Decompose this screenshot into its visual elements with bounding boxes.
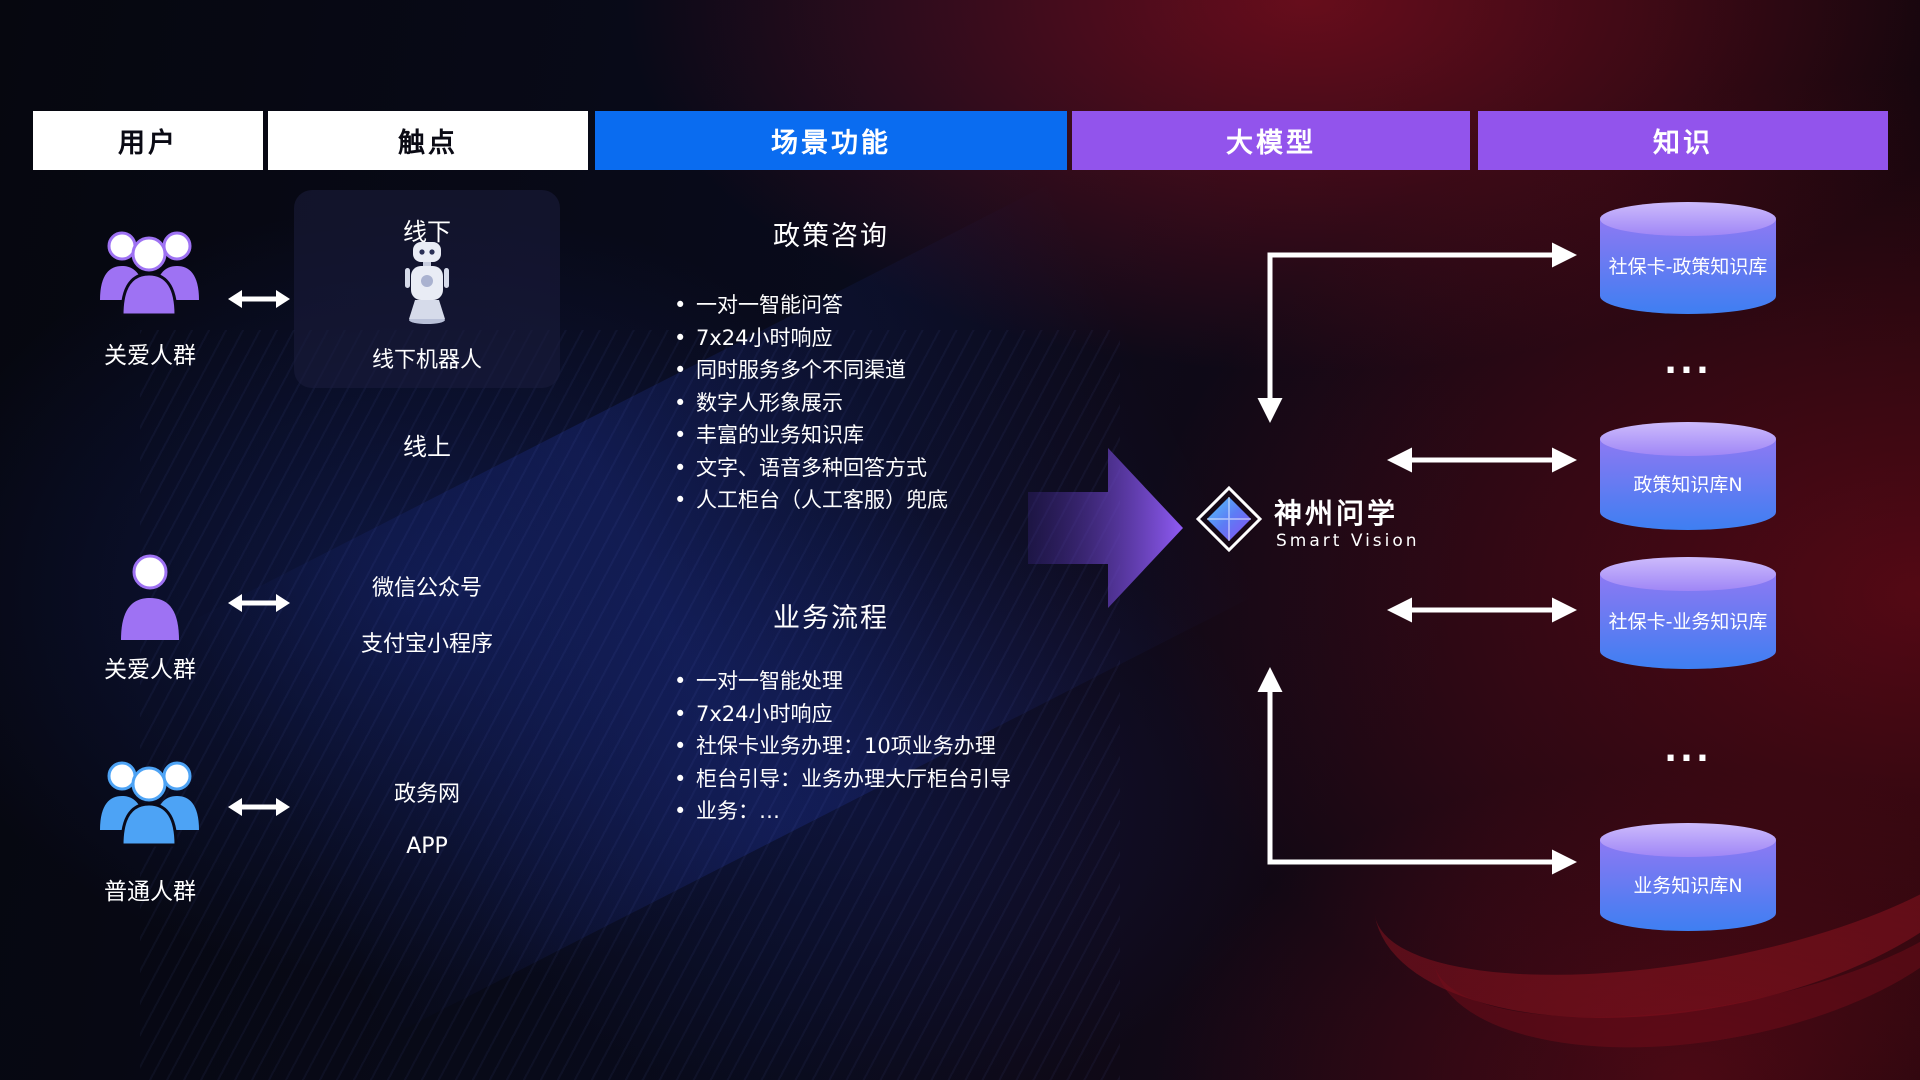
column-header-scenarios: 场景功能: [595, 111, 1067, 170]
knowledge-db-business-n: 业务知识库N: [1600, 823, 1776, 931]
list-item: 数字人形象展示: [672, 387, 948, 420]
user-label-care-1: 关爱人群: [104, 343, 196, 369]
touchpoint-wechat: 微信公众号: [371, 576, 482, 601]
scenario-list-policy: 一对一智能问答 7x24小时响应 同时服务多个不同渠道 数字人形象展示 丰富的业…: [672, 289, 948, 517]
knowledge-db-policy-n: 政策知识库N: [1600, 422, 1776, 530]
user-label-care-2: 关爱人群: [104, 657, 196, 683]
group-icon-care-1: [100, 231, 199, 317]
ellipsis-1: ...: [1664, 342, 1712, 382]
column-header-knowledge: 知识: [1478, 111, 1888, 170]
group-icon-general: [100, 761, 199, 847]
bidirectional-arrow-icon-1: [228, 290, 290, 308]
robot-icon: [405, 242, 449, 324]
knowledge-db-label: 社保卡-政策知识库: [1608, 255, 1768, 278]
list-item: 人工柜台（人工客服）兜底: [672, 484, 948, 517]
list-item: 文字、语音多种回答方式: [672, 452, 948, 485]
touchpoint-app: APP: [406, 834, 448, 859]
knowledge-db-label: 社保卡-业务知识库: [1608, 610, 1768, 633]
knowledge-db-label: 业务知识库N: [1633, 874, 1743, 897]
column-header-touchpoints: 触点: [268, 111, 588, 170]
scenario-title-business: 业务流程: [773, 603, 889, 634]
offline-title: 线下: [403, 218, 451, 246]
person-icon-care-2: [121, 554, 179, 640]
flow-arrow: [1028, 448, 1183, 608]
cylinder-top: [1600, 422, 1776, 456]
user-label-general: 普通人群: [104, 879, 196, 905]
knowledge-db-label: 政策知识库N: [1633, 473, 1743, 496]
list-item: 一对一智能处理: [672, 665, 1011, 698]
model-name: 神州问学: [1274, 497, 1399, 530]
knowledge-db-policy-shebao: 社保卡-政策知识库: [1600, 202, 1776, 314]
list-item: 7x24小时响应: [672, 698, 1011, 731]
list-item: 一对一智能问答: [672, 289, 948, 322]
smart-vision-logo-icon: [1195, 485, 1263, 553]
cylinder-top: [1600, 557, 1776, 591]
bidirectional-arrow-icon-3: [228, 798, 290, 816]
list-item: 社保卡业务办理：10项业务办理: [672, 730, 1011, 763]
cylinder-top: [1600, 202, 1776, 236]
bidirectional-arrow-icon-2: [228, 594, 290, 612]
touchpoint-gov: 政务网: [393, 782, 460, 807]
list-item: 丰富的业务知识库: [672, 419, 948, 452]
knowledge-db-business-shebao: 社保卡-业务知识库: [1600, 557, 1776, 669]
scenario-title-policy: 政策咨询: [773, 221, 889, 252]
list-item: 7x24小时响应: [672, 322, 948, 355]
offline-robot-label: 线下机器人: [371, 348, 482, 373]
online-title: 线上: [403, 433, 451, 461]
list-item: 柜台引导：业务办理大厅柜台引导: [672, 763, 1011, 796]
offline-touchpoint-card: 线下 线下机器人: [294, 190, 560, 388]
list-item: 业务：…: [672, 795, 1011, 828]
cylinder-top: [1600, 823, 1776, 857]
list-item: 同时服务多个不同渠道: [672, 354, 948, 387]
ellipsis-2: ...: [1664, 730, 1712, 770]
connector-arrow-policy-shebao: [1257, 242, 1577, 423]
scenario-list-business: 一对一智能处理 7x24小时响应 社保卡业务办理：10项业务办理 柜台引导：业务…: [672, 665, 1011, 828]
model-subtitle: Smart Vision: [1276, 531, 1420, 551]
column-header-users: 用户: [33, 111, 263, 170]
touchpoint-alipay: 支付宝小程序: [360, 632, 493, 657]
column-header-model: 大模型: [1072, 111, 1470, 170]
